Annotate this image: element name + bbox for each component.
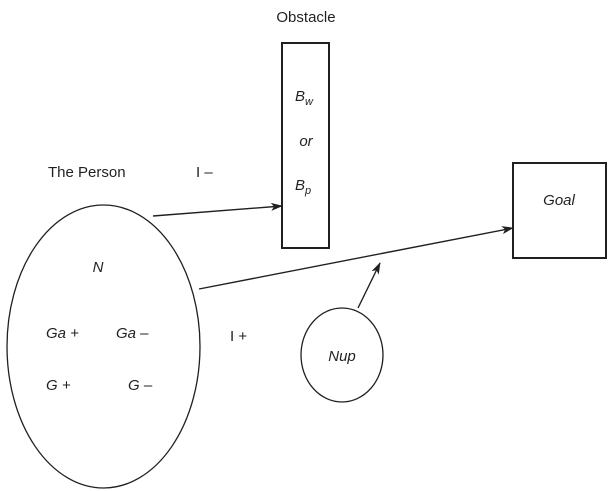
person-to-obstacle-arrow xyxy=(152,202,283,217)
instrumental-negative-label: I – xyxy=(196,164,213,181)
obstacle-bp-label: Bp xyxy=(295,177,311,197)
goal-anticipation-negative-label: Ga – xyxy=(116,325,149,342)
goal-box xyxy=(512,162,607,259)
obstacle-box xyxy=(281,42,330,249)
obstacle-title: Obstacle xyxy=(276,9,335,26)
goal-anticipation-positive-label: Ga + xyxy=(46,325,79,342)
help-label: Nup xyxy=(328,348,356,365)
instrumental-positive-label: I + xyxy=(230,328,247,345)
person-ellipse xyxy=(6,204,201,489)
goal-state-positive-label: G + xyxy=(46,377,71,394)
obstacle-or-label: or xyxy=(299,133,313,150)
help-to-path-arrow xyxy=(357,262,381,309)
person-title: The Person xyxy=(48,164,126,181)
help-circle xyxy=(300,307,384,403)
goal-state-negative-label: G – xyxy=(128,377,153,394)
need-label: N xyxy=(93,259,104,276)
person-to-goal-arrow xyxy=(198,226,514,290)
obstacle-bw-label: Bw xyxy=(295,88,314,108)
goal-label: Goal xyxy=(543,192,575,209)
